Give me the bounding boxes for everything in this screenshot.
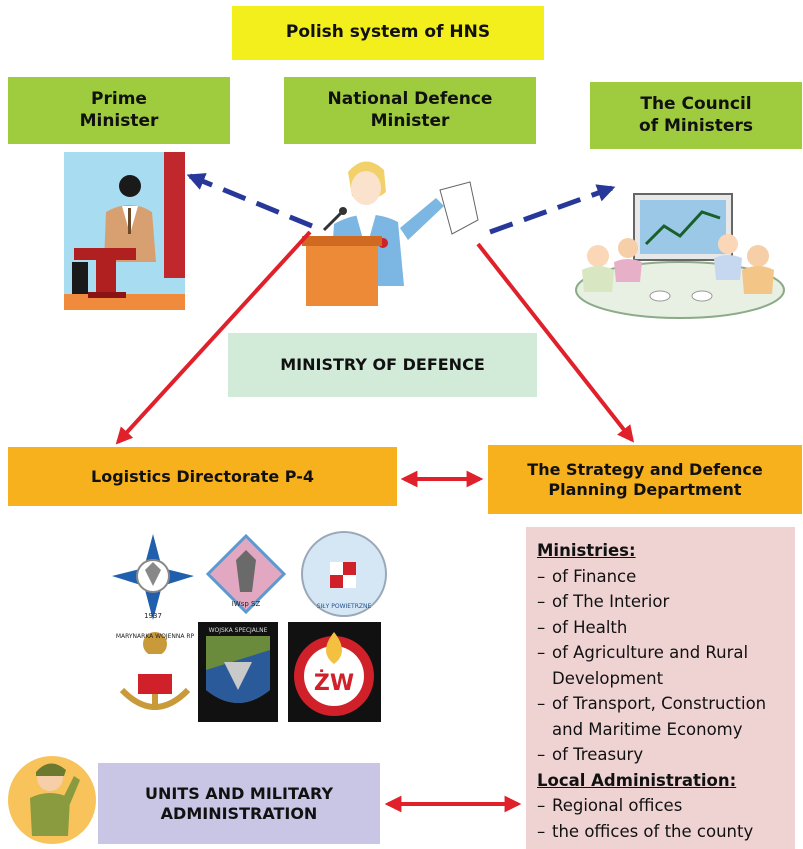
arrow-to-prime-minister — [186, 173, 313, 229]
ministry-item: –of The Interior — [537, 592, 670, 611]
ministry-item: –of Transport, Construction and Maritime… — [537, 694, 767, 739]
strategy-department-node: The Strategy and Defence Planning Depart… — [488, 445, 802, 514]
arrow-to-council — [489, 184, 616, 235]
emblem-air-force: SIŁY POWIETRZNE — [301, 531, 387, 617]
ministry-item: –of Health — [537, 617, 628, 637]
arrow-to-logistics — [115, 230, 312, 445]
strategy-department-label: The Strategy and Defence Planning Depart… — [527, 459, 763, 499]
emblem-iwsp: IWsp SZ — [203, 530, 290, 622]
emblem-3-text: SIŁY POWIETRZNE — [317, 603, 372, 610]
soldier-illustration — [8, 756, 96, 844]
local-admin-item: –the offices of the county — [537, 821, 754, 841]
ministry-item-text: of Finance — [552, 566, 637, 586]
emblem-6-text: ŻW — [314, 670, 354, 696]
diagram-title: Polish system of HNS — [232, 6, 544, 60]
emblem-logistics: 1937 — [108, 530, 198, 622]
council-illustration — [575, 193, 785, 319]
ministry-item-text: of Agriculture and Rural Development — [552, 643, 749, 688]
ministries-panel: Ministries: –of Finance –of The Interior… — [526, 527, 795, 849]
local-admin-item-text: Regional offices — [552, 796, 683, 815]
emblem-2-text: IWsp SZ — [232, 600, 261, 608]
local-admin-item-text: the offices of the county — [552, 821, 754, 841]
prime-minister-illustration — [64, 152, 185, 310]
local-admin-item: –Regional offices — [537, 796, 683, 815]
ministry-item: –of Finance — [537, 566, 637, 586]
council-of-ministers-node: The Council of Ministers — [590, 82, 802, 149]
national-defence-minister-label: National Defence Minister — [327, 89, 493, 131]
units-admin-label: UNITS AND MILITARY ADMINISTRATION — [144, 783, 334, 823]
prime-minister-node: Prime Minister — [8, 77, 230, 144]
emblem-navy: MARYNARKA WOJENNA RP — [110, 626, 200, 722]
emblem-military-police: ŻW — [288, 622, 381, 722]
ministry-item-text: of Health — [552, 617, 628, 637]
ministry-item: –of Treasury — [537, 745, 644, 764]
national-defence-minister-node: National Defence Minister — [284, 77, 536, 144]
arrow-to-strategy — [476, 242, 635, 443]
ministry-of-defence-label: MINISTRY OF DEFENCE — [280, 355, 485, 374]
emblem-1-text: 1937 — [144, 612, 162, 620]
units-admin-node: UNITS AND MILITARY ADMINISTRATION — [98, 763, 380, 844]
ministries-heading: Ministries: — [537, 541, 636, 560]
ministry-item-text: of Transport, Construction and Maritime … — [552, 694, 767, 739]
emblem-5-text: WOJSKA SPECJALNE — [209, 627, 268, 634]
local-admin-heading: Local Administration: — [537, 770, 737, 790]
ministry-of-defence-node: MINISTRY OF DEFENCE — [228, 333, 537, 397]
logistics-directorate-label: Logistics Directorate P-4 — [91, 466, 314, 486]
ministry-item-text: of Treasury — [552, 745, 644, 764]
prime-minister-label: Prime Minister — [79, 89, 159, 131]
council-of-ministers-label: The Council of Ministers — [639, 94, 753, 136]
ministry-item-text: of The Interior — [552, 592, 670, 611]
logistics-directorate-node: Logistics Directorate P-4 — [8, 447, 397, 506]
emblem-4-text: MARYNARKA WOJENNA RP — [116, 633, 195, 640]
ministry-item: –of Agriculture and Rural Development — [537, 643, 749, 688]
defence-minister-illustration — [302, 161, 479, 306]
emblem-special-forces: WOJSKA SPECJALNE — [198, 622, 278, 722]
